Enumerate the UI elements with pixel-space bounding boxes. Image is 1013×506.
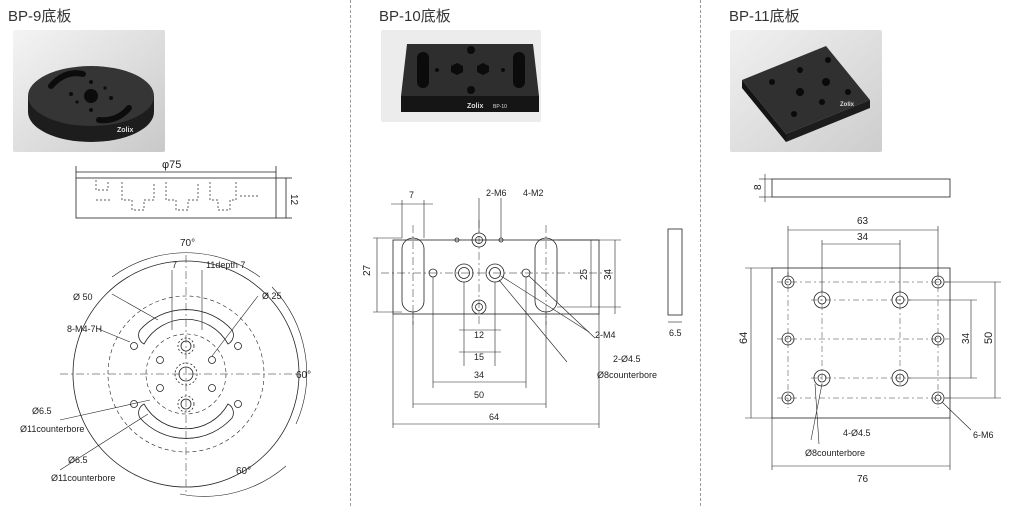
dim-hole1-cb-bp9: Ø11counterbore <box>20 424 84 434</box>
dim-threads-bp9: 8-M4-7H <box>67 324 102 334</box>
dim-w12-bp10: 12 <box>474 330 484 340</box>
dim-w63-bp11: 63 <box>857 216 869 227</box>
top-view-bp9: 70° 7 11depth 7 Ø 50 Ø 25 8-M4-7H 60° Ø6… <box>20 238 311 497</box>
panel-title-bp10: BP-10底板 <box>379 8 451 25</box>
panel-bp9: BP-9底板 Zolix <box>0 0 350 506</box>
photo-brand-bp9: Zolix <box>117 127 133 134</box>
side-view-bp9: φ75 12 <box>75 159 299 219</box>
product-photo-bp11: Zolix <box>730 30 882 152</box>
panel-divider-1 <box>350 0 351 506</box>
dim-angle-right-bp9: 60° <box>296 370 311 381</box>
panel-bp10: BP-10底板 Zolix BP-10 <box>351 0 700 506</box>
dim-w50-bp10: 50 <box>474 390 484 400</box>
dim-w76-bp11: 76 <box>857 474 869 485</box>
dim-h50-bp11: 50 <box>983 332 995 344</box>
photo-brand-bp10: Zolix <box>467 103 483 110</box>
dim-diameter-bp9: φ75 <box>162 159 181 171</box>
photo-model-bp10: BP-10 <box>493 104 507 110</box>
dim-w34-bp10: 34 <box>474 370 484 380</box>
dim-w64-bp10: 64 <box>489 412 499 422</box>
dim-cb-bp11: Ø8counterbore <box>805 448 865 458</box>
dim-m2-bp10: 4-M2 <box>523 188 544 198</box>
dim-h34-bp11: 34 <box>961 332 972 344</box>
dim-thk-bp11: 8 <box>753 184 764 190</box>
dim-m6-bp11: 6-M6 <box>973 430 994 440</box>
drawing-bp10: 7 2-M6 4-M2 27 25 34 12 15 34 50 64 2-M4… <box>362 188 683 428</box>
panel-title-bp11: BP-11底板 <box>729 8 800 25</box>
dim-thickness-bp9: 12 <box>288 194 299 206</box>
dim-angle-top-bp9: 70° <box>180 238 195 249</box>
drawing-bp11: 8 63 34 64 34 50 4-Ø4.5 Ø8counterbore 76… <box>738 174 1001 485</box>
dim-d25-bp9: Ø 25 <box>262 291 282 301</box>
dim-slot-w-bp10: 7 <box>409 190 414 200</box>
dim-angle-bottom-bp9: 60° <box>236 466 251 477</box>
dim-m4-bp10: 2-M4 <box>595 330 616 340</box>
dim-h27-bp10: 27 <box>362 264 373 276</box>
product-photo-bp9: Zolix <box>13 30 165 152</box>
panel-title-bp9: BP-9底板 <box>8 8 72 25</box>
dim-h64-bp11: 64 <box>738 332 750 344</box>
dim-thk-bp10: 6.5 <box>669 328 682 338</box>
dim-holes-bp11: 4-Ø4.5 <box>843 428 871 438</box>
panel-bp11: BP-11底板 Zolix <box>701 0 1013 506</box>
dim-hole-dia-bp10: 2-Ø4.5 <box>613 354 641 364</box>
dim-w15-bp10: 15 <box>474 352 484 362</box>
dim-w34-bp11: 34 <box>857 232 869 243</box>
dim-hole1-dia-bp9: Ø6.5 <box>32 406 52 416</box>
dim-m6-bp10: 2-M6 <box>486 188 507 198</box>
dim-depth-bp9: 11depth 7 <box>206 260 245 270</box>
product-photo-bp10: Zolix BP-10 <box>381 30 541 122</box>
panel-divider-2 <box>700 0 701 506</box>
dim-h25-bp10: 25 <box>579 268 590 280</box>
dim-hole2-dia-bp9: Ø6.5 <box>68 455 88 465</box>
dim-hole2-cb-bp9: Ø11counterbore <box>51 473 115 483</box>
dim-cb-bp10: Ø8counterbore <box>597 370 657 380</box>
dim-h34-bp10: 34 <box>603 268 614 280</box>
dim-d50-bp9: Ø 50 <box>73 292 93 302</box>
dim-slot-width-bp9: 7 <box>172 260 177 270</box>
photo-brand-bp11: Zolix <box>840 102 855 108</box>
